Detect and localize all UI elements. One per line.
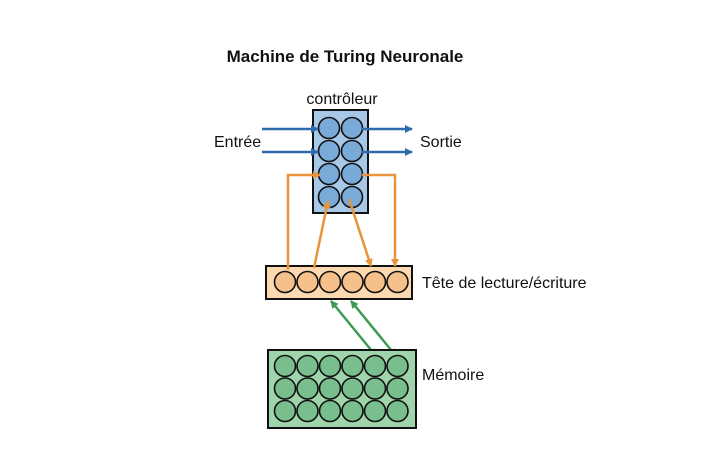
- memory-node: [341, 399, 364, 423]
- controller-node: [340, 116, 364, 140]
- memory-arrow-2: [350, 300, 397, 357]
- controller-node: [317, 185, 341, 209]
- memory-node: [386, 399, 409, 423]
- memory-node: [296, 354, 319, 378]
- memory-node: [318, 377, 342, 400]
- memory-node: [341, 354, 364, 378]
- memory-node: [318, 354, 342, 378]
- memory-node: [273, 377, 297, 400]
- memory-node: [273, 354, 297, 378]
- memory-node: [386, 377, 409, 400]
- controller-node: [340, 139, 364, 163]
- memory-node: [273, 399, 297, 423]
- memory-arrow-1: [330, 300, 377, 357]
- memory-node: [296, 399, 319, 423]
- memory-nodes: [273, 354, 409, 423]
- controller-node: [317, 162, 341, 186]
- head-node: [318, 270, 342, 294]
- memory-node: [363, 399, 387, 423]
- diagram-title: Machine de Turing Neuronale: [227, 47, 464, 66]
- controller-label: contrôleur: [306, 91, 378, 108]
- controller-node: [340, 162, 364, 186]
- memory-node: [363, 354, 387, 378]
- head-node: [296, 270, 319, 294]
- head-node: [341, 270, 364, 294]
- head-node: [273, 270, 297, 294]
- memory-label: Mémoire: [422, 367, 484, 384]
- head-node: [363, 270, 387, 294]
- memory-node: [386, 354, 409, 378]
- controller-to-head-arrow-right: [362, 173, 399, 267]
- controller-node: [317, 116, 341, 140]
- memory-node: [318, 399, 342, 423]
- head-nodes: [273, 270, 409, 294]
- output-label: Sortie: [420, 134, 462, 151]
- head-to-controller-arrow-center: [312, 200, 331, 269]
- memory-node: [341, 377, 364, 400]
- memory-node: [363, 377, 387, 400]
- input-label: Entrée: [214, 134, 261, 151]
- head-node: [386, 270, 409, 294]
- memory-node: [296, 377, 319, 400]
- head-to-controller-arrow-left: [286, 171, 321, 270]
- controller-nodes: [317, 116, 364, 209]
- controller-to-head-arrow-center: [347, 198, 373, 267]
- controller-node: [317, 139, 341, 163]
- head-label: Tête de lecture/écriture: [422, 275, 587, 292]
